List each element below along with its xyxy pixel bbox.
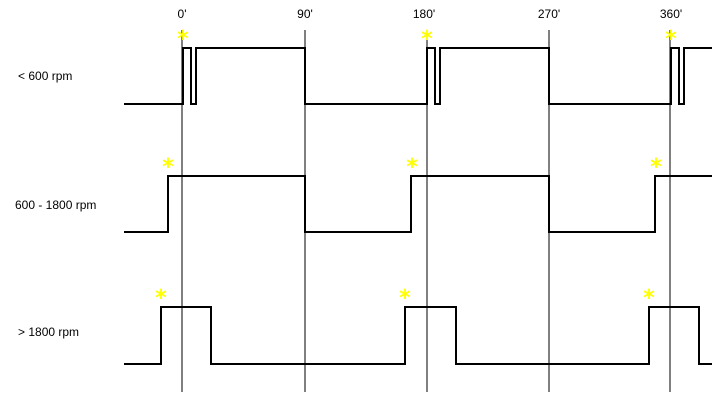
marker-star-icon: * (650, 155, 662, 180)
marker-star-icon: * (665, 27, 677, 52)
marker-star-icon: * (643, 286, 655, 311)
row-label-low-rpm: < 600 rpm (18, 69, 72, 83)
degree-label-270: 270' (538, 7, 560, 21)
marker-stars: * * * * * * * * * (155, 27, 677, 311)
marker-star-icon: * (177, 27, 189, 52)
degree-labels: 0' 90' 180' 270' 360' (178, 7, 683, 21)
row-label-mid-rpm: 600 - 1800 rpm (15, 198, 96, 212)
row-label-high-rpm: > 1800 rpm (18, 325, 79, 339)
marker-star-icon: * (162, 155, 174, 180)
degree-label-90: 90' (297, 7, 313, 21)
marker-star-icon: * (155, 286, 167, 311)
marker-star-icon: * (406, 155, 418, 180)
waveform-low-rpm (124, 47, 712, 105)
degree-label-180: 180' (413, 7, 435, 21)
degree-label-0: 0' (178, 7, 187, 21)
marker-star-icon: * (399, 286, 411, 311)
waveform-high-rpm (124, 306, 712, 365)
marker-star-icon: * (421, 27, 433, 52)
waveform-mid-rpm (124, 175, 712, 233)
degree-label-360: 360' (660, 7, 682, 21)
